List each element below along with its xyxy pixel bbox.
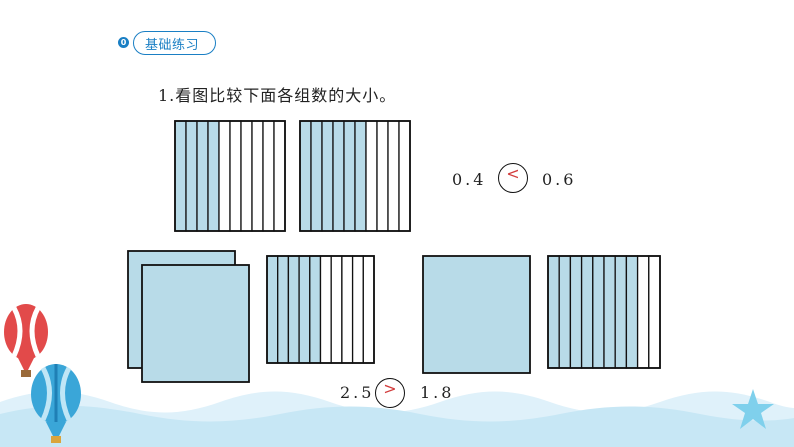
tenths-square-0-6-strip <box>398 120 411 232</box>
tenths-square-0-8-strip <box>558 255 572 369</box>
tenths-square-0-8-strip <box>580 255 594 369</box>
hot-air-balloon-blue-icon <box>31 364 81 443</box>
compare2-left-number: 2.5 <box>340 383 375 402</box>
tenths-square-0-4-strip <box>207 120 220 232</box>
tenths-square-0-4-strip <box>262 120 275 232</box>
tenths-square-0-8-strip <box>547 255 560 369</box>
tenths-square-0-4-strip <box>273 120 286 232</box>
tenths-square-0-4-strip <box>185 120 198 232</box>
tenths-square-0-6-strip <box>387 120 400 232</box>
tenths-square-0-8-strip <box>636 255 650 369</box>
tenths-square-0-4-strip <box>218 120 231 232</box>
tenths-square-0-8-strip <box>648 255 661 369</box>
compare1-left-number: 0.4 <box>452 170 487 189</box>
compare2-right-number: 1.8 <box>420 383 455 402</box>
tenths-square-0-5-strip <box>309 255 322 364</box>
tenths-square-0-8-strip <box>614 255 628 369</box>
tenths-square-0-6-strip <box>365 120 378 232</box>
tenths-square-0-8-strip <box>569 255 583 369</box>
tenths-square-0-4-border <box>174 120 286 232</box>
tenths-square-0-6-strip <box>321 120 334 232</box>
tenths-square-0-4-strip <box>240 120 253 232</box>
compare1-answer-circle[interactable]: < <box>498 163 528 193</box>
wave-decoration <box>0 391 794 447</box>
tenths-square-0-5-border <box>266 255 375 364</box>
tenths-square-0-6-border <box>299 120 411 232</box>
tenths-square-0-4-strip <box>251 120 264 232</box>
tenths-square-0-5-strip <box>341 255 354 364</box>
tenths-square-0-6-strip <box>310 120 323 232</box>
tenths-square-0-8-strip <box>592 255 605 369</box>
tenths-square-0-6-strip <box>376 120 389 232</box>
whole-square-front <box>141 264 250 383</box>
tenths-square-0-4-strip <box>196 120 209 232</box>
tenths-square-0-5-strip <box>351 255 364 364</box>
tenths-square-0-8-strip <box>625 255 639 369</box>
tenths-square-0-5-strip <box>277 255 290 364</box>
question-text: 1.看图比较下面各组数的大小。 <box>158 86 397 105</box>
tenths-square-0-6-strip <box>332 120 345 232</box>
tenths-square-0-4-strip <box>174 120 187 232</box>
starfish-icon <box>732 389 774 429</box>
tenths-square-0-5-strip <box>266 255 279 364</box>
tenths-square-0-6-strip <box>354 120 367 232</box>
tenths-square-0-6-strip <box>343 120 356 232</box>
tenths-square-0-8-strip <box>603 255 616 369</box>
hot-air-balloon-red-icon <box>4 304 48 377</box>
section-pill <box>133 31 216 55</box>
compare1-right-number: 0.6 <box>542 170 577 189</box>
section-number-icon: 0 <box>118 37 129 48</box>
tenths-square-0-5-strip <box>298 255 311 364</box>
tenths-square-0-5-strip <box>362 255 375 364</box>
tenths-square-0-4-strip <box>229 120 242 232</box>
tenths-square-0-6-strip <box>299 120 312 232</box>
whole-square-single <box>422 255 531 374</box>
tenths-square-0-5-strip <box>287 255 300 364</box>
compare2-answer-circle[interactable]: > <box>375 378 405 408</box>
tenths-square-0-5-strip <box>319 255 332 364</box>
tenths-square-0-8-border <box>547 255 661 369</box>
tenths-square-0-5-strip <box>330 255 343 364</box>
section-title: 基础练习 <box>145 38 200 53</box>
